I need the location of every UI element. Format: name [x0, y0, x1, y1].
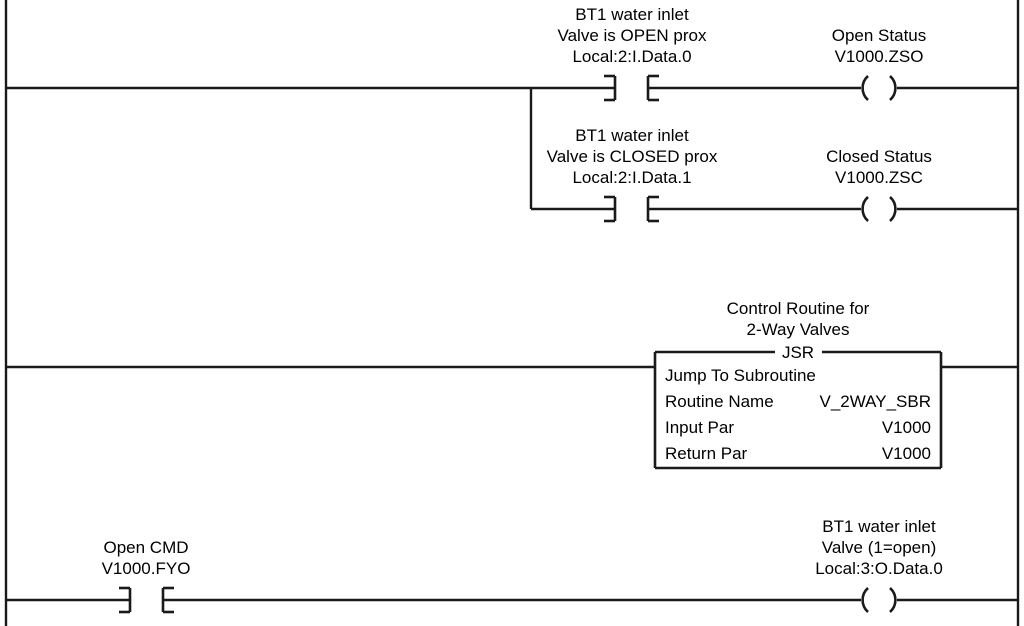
closed-prox-label-line1: BT1 water inlet: [575, 126, 689, 145]
jsr-title-line2: 2-Way Valves: [746, 320, 850, 339]
rung1b-contact-symbol: [604, 195, 659, 223]
jsr-return-par-value[interactable]: V1000: [881, 444, 931, 463]
open-cmd-contact-label: Open CMD V1000.FYO: [102, 537, 191, 579]
closed-status-label-line1: Closed Status: [826, 147, 932, 166]
open-prox-label-line3: Local:2:I.Data.0: [572, 47, 692, 66]
rung1-coil-symbol: [861, 75, 897, 101]
jsr-mnemonic: JSR: [777, 344, 819, 361]
closed-prox-label-line2: Valve is CLOSED prox: [546, 147, 718, 166]
closed-prox-label-line3: Local:2:I.Data.1: [572, 168, 692, 187]
jsr-operand-routine-name[interactable]: Routine Name V_2WAY_SBR: [665, 391, 931, 412]
open-status-label-line2: V1000.ZSO: [834, 47, 924, 66]
jsr-description-row: Jump To Subroutine: [665, 365, 931, 386]
valve-output-label-line2: Valve (1=open): [821, 538, 937, 557]
closed-status-label-line2: V1000.ZSC: [835, 168, 923, 187]
valve-output-label-line3: Local:3:O.Data.0: [815, 559, 943, 578]
jsr-operand-input-par[interactable]: Input Par V1000: [665, 417, 931, 438]
closed-status-coil-label: Closed Status V1000.ZSC: [826, 146, 932, 188]
open-status-coil-label: Open Status V1000.ZSO: [832, 25, 927, 67]
open-prox-label-line1: BT1 water inlet: [575, 5, 689, 24]
rung3-coil-symbol: [861, 587, 897, 613]
open-prox-label-line2: Valve is OPEN prox: [557, 26, 707, 45]
jsr-input-par-key: Input Par: [665, 418, 734, 437]
jsr-operand-return-par[interactable]: Return Par V1000: [665, 443, 931, 464]
jsr-title-label: Control Routine for 2-Way Valves: [727, 298, 870, 340]
valve-output-coil-label: BT1 water inlet Valve (1=open) Local:3:O…: [815, 516, 943, 579]
open-prox-contact-label: BT1 water inlet Valve is OPEN prox Local…: [558, 4, 707, 67]
jsr-routine-name-value[interactable]: V_2WAY_SBR: [819, 392, 932, 411]
rung1-contact-symbol: [604, 74, 659, 102]
jsr-routine-name-key: Routine Name: [665, 392, 774, 411]
jsr-return-par-key: Return Par: [665, 444, 748, 463]
open-cmd-label-line1: Open CMD: [103, 538, 189, 557]
jsr-description: Jump To Subroutine: [665, 366, 816, 385]
jsr-input-par-value[interactable]: V1000: [881, 418, 931, 437]
rung3-contact-symbol: [119, 586, 174, 614]
rung1b-coil-symbol: [861, 196, 897, 222]
jsr-title-line1: Control Routine for: [726, 299, 870, 318]
open-cmd-label-line2: V1000.FYO: [101, 559, 191, 578]
open-status-label-line1: Open Status: [831, 26, 927, 45]
closed-prox-contact-label: BT1 water inlet Valve is CLOSED prox Loc…: [547, 125, 718, 188]
valve-output-label-line1: BT1 water inlet: [822, 517, 936, 536]
